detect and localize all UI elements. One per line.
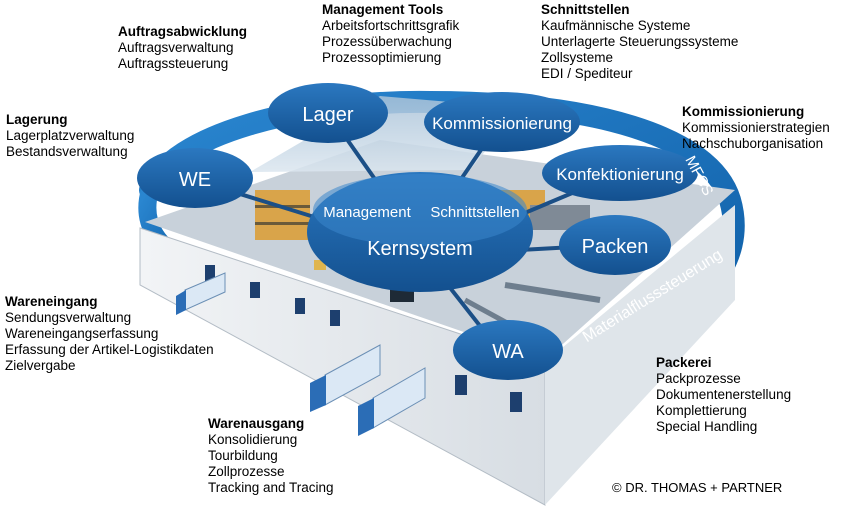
block-line: Wareneingangserfassung <box>5 326 159 341</box>
block-line: EDI / Spediteur <box>541 66 633 81</box>
block-line: Bestandsverwaltung <box>6 144 128 159</box>
wa-label: WA <box>492 341 524 363</box>
core-label: Kernsystem <box>367 238 473 260</box>
kommissionierung-label: Kommissionierung <box>432 114 572 133</box>
core-top-label: Management <box>323 204 411 221</box>
block-lagerung: Lagerung Lagerplatzverwaltung Bestandsve… <box>6 112 134 160</box>
block-line: Sendungsverwaltung <box>5 310 132 325</box>
block-line: Prozessoptimierung <box>322 50 442 65</box>
lager-label: Lager <box>302 104 353 126</box>
truck-icon-2 <box>310 344 381 412</box>
block-line: Dokumentenerstellung <box>656 387 792 402</box>
block-line: Komplettierung <box>656 403 747 418</box>
block-heading: Auftragsabwicklung <box>118 24 248 39</box>
block-heading: Schnittstellen <box>541 2 630 17</box>
block-schnittstellen: Schnittstellen Kaufmännische Systeme Unt… <box>541 2 738 82</box>
lager-node[interactable] <box>268 83 388 143</box>
truck-icon-1 <box>176 272 226 315</box>
block-line: Zollsysteme <box>541 50 614 65</box>
block-line: Zollprozesse <box>208 464 285 479</box>
block-heading: Packerei <box>656 355 712 370</box>
copyright-notice: © DR. THOMAS + PARTNER <box>612 480 783 495</box>
block-heading: Warenausgang <box>208 416 305 431</box>
block-management-tools: Management Tools Arbeitsfortschrittsgraf… <box>322 2 459 66</box>
we-label: WE <box>179 169 211 191</box>
we-node[interactable] <box>137 148 253 208</box>
block-wareneingang: Wareneingang Sendungsverwaltung Warenein… <box>5 294 214 374</box>
wa-node[interactable] <box>453 320 563 380</box>
block-line: Erfassung der Artikel-Logistikdaten <box>5 342 214 357</box>
core-top2-label: Schnittstellen <box>430 204 519 221</box>
block-line: Tracking and Tracing <box>208 480 334 495</box>
block-heading: Kommissionierung <box>682 104 805 119</box>
kommissionierung-node[interactable] <box>424 92 580 152</box>
block-kommissionierung: Kommissionierung Kommissionierstrategien… <box>682 104 830 152</box>
core-top-node <box>313 174 527 246</box>
side-wall <box>545 205 735 505</box>
block-packerei: Packerei Packprozesse Dokumentenerstellu… <box>656 355 791 435</box>
block-line: Zielvergabe <box>5 358 76 373</box>
block-auftragsabwicklung: Auftragsabwicklung Auftragsverwaltung Au… <box>118 24 247 72</box>
truck-icon-3 <box>358 367 426 436</box>
block-heading: Lagerung <box>6 112 68 127</box>
block-line: Tourbildung <box>208 448 278 463</box>
block-line: Lagerplatzverwaltung <box>6 128 135 143</box>
block-line: Kommissionierstrategien <box>682 120 830 135</box>
block-line: Unterlagerte Steuerungssysteme <box>541 34 739 49</box>
block-heading: Management Tools <box>322 2 444 17</box>
block-line: Arbeitsfortschrittsgrafik <box>322 18 460 33</box>
konfektionierung-label: Konfektionierung <box>556 165 684 184</box>
packen-label: Packen <box>582 236 649 258</box>
block-warenausgang: Warenausgang Konsolidierung Tourbildung … <box>208 416 334 496</box>
konfektionierung-node[interactable] <box>542 145 698 201</box>
block-line: Packprozesse <box>656 371 741 386</box>
block-line: Special Handling <box>656 419 758 434</box>
nodes <box>137 83 698 380</box>
block-heading: Wareneingang <box>5 294 98 309</box>
block-line: Kaufmännische Systeme <box>541 18 691 33</box>
block-line: Nachschuborganisation <box>682 136 824 151</box>
block-line: Prozessüberwachung <box>322 34 452 49</box>
packen-node[interactable] <box>559 215 671 275</box>
block-line: Auftragssteuerung <box>118 56 229 71</box>
loading-doors <box>205 265 522 412</box>
block-line: Auftragsverwaltung <box>118 40 234 55</box>
block-line: Konsolidierung <box>208 432 298 447</box>
